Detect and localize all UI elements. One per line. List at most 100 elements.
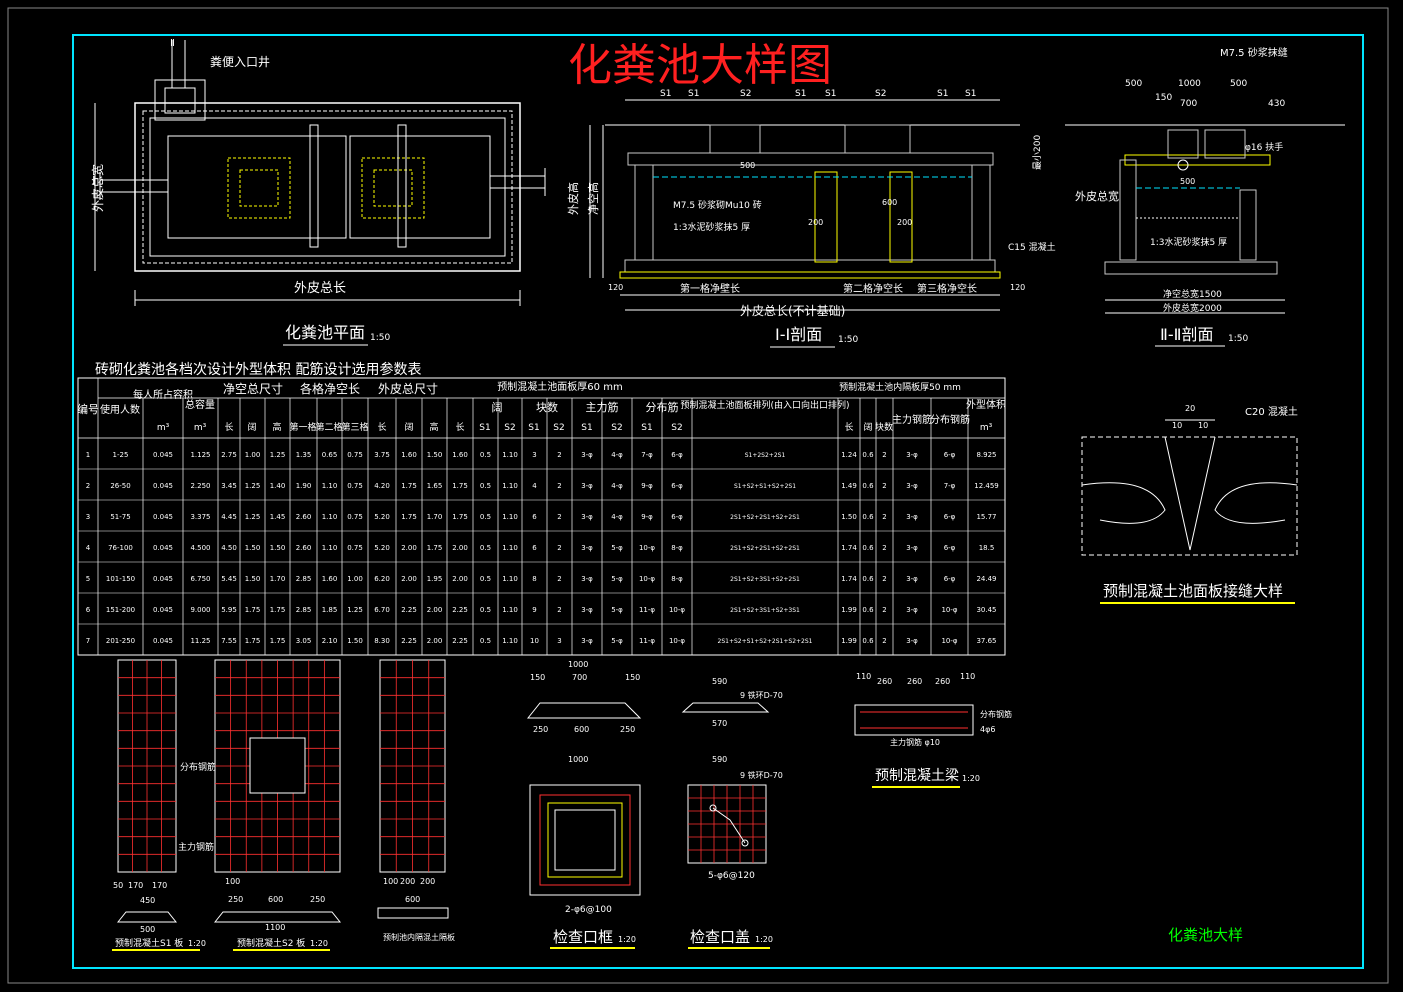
s2-dim-600: 600	[268, 895, 283, 904]
beam-dim-110b: 110	[960, 672, 975, 681]
table-cell: S1+S2+S1+S2+2S1	[734, 483, 796, 490]
table-cell: 1.60	[452, 451, 468, 459]
plan-outer-width: 外皮总宽	[90, 164, 105, 212]
table-cell: 2.00	[452, 544, 468, 552]
table-cell: 3-φ	[906, 451, 918, 459]
table-cell: 1.10	[502, 544, 518, 552]
s2-dim-1000: 1000	[1178, 79, 1201, 89]
table-cell: 3	[86, 513, 90, 521]
s1-board-caption: 预制混凝土S1 板	[115, 937, 183, 949]
s1-dim-450: 450	[140, 896, 155, 905]
table-cell: 4-φ	[611, 451, 623, 459]
table-cell: 3-φ	[906, 513, 918, 521]
table-cell: 1.00	[245, 451, 261, 459]
s1-scale: 1:50	[838, 335, 858, 345]
th-slab-width: 阔	[492, 401, 503, 414]
th-no: 编号	[77, 402, 99, 416]
table-cell: 0.045	[153, 606, 173, 614]
table-cell: 3-φ	[906, 544, 918, 552]
part-dim-200b: 200	[420, 877, 435, 886]
th-dist-bar: 分布筋	[646, 400, 679, 414]
th-sub-4: 高	[272, 421, 281, 433]
table-cell: 6.750	[190, 575, 210, 583]
th-sub-12: S1	[479, 423, 490, 433]
table-cell: 6.70	[374, 606, 390, 614]
section-1: S1 S1 S2 S1 S1 S2 S1 S1 500 外皮高 净空高 M7.5…	[566, 89, 1056, 348]
table-cell: 12.459	[974, 482, 999, 490]
s1-plaster: 1:3水泥砂浆抹5 厚	[673, 221, 750, 233]
table-cell: 1.24	[841, 451, 857, 459]
table-cell: 1.10	[502, 482, 518, 490]
table-cell: 101-150	[106, 575, 135, 583]
table-cell: 1.75	[452, 482, 468, 490]
table-cell: 2S1+S2+3S1+S2+2S1	[730, 576, 800, 583]
s1-caption: I-I剖面	[775, 325, 822, 344]
frame-dim-700: 700	[572, 673, 587, 682]
table-cell: 7	[86, 637, 90, 645]
table-cell: 8.925	[976, 451, 996, 459]
drawing-frame	[72, 34, 1364, 969]
table-cell: 6.20	[374, 575, 390, 583]
th-slab: 预制混凝土池面板厚60 mm	[497, 380, 622, 393]
frame-dim-250a: 250	[533, 725, 548, 734]
table-cell: 2	[882, 544, 886, 552]
th-sub-16: S1	[581, 423, 592, 433]
th-sub-19: S2	[671, 423, 682, 433]
table-cell: 1.60	[322, 575, 338, 583]
th-sub-13: S2	[504, 423, 515, 433]
table-cell: 2	[882, 606, 886, 614]
table-cell: 0.045	[153, 544, 173, 552]
table-cell: 1.50	[427, 451, 443, 459]
param-table: 编号使用人数每人所占容积总容量净空总尺寸各格净空长外皮总尺寸预制混凝土池面板厚6…	[77, 377, 1006, 656]
table-cell: 0.5	[480, 637, 491, 645]
table-cell: 1.74	[841, 575, 857, 583]
table-cell: 0.5	[480, 606, 491, 614]
drawing-title: 化粪池大样图	[568, 40, 832, 91]
s1-dim-5: S1	[825, 89, 836, 99]
table-cell: 0.75	[347, 544, 363, 552]
part-dim-100: 100	[383, 877, 398, 886]
th-sub-5: 第一格	[289, 421, 316, 433]
table-cell: 2.25	[401, 637, 417, 645]
table-cell: 2	[882, 513, 886, 521]
table-cell: 0.65	[322, 451, 338, 459]
table-cell: 9-φ	[641, 482, 653, 490]
table-cell: 0.6	[862, 575, 874, 583]
table-cell: 1.50	[245, 575, 261, 583]
table-cell: 0.045	[153, 513, 173, 521]
table-cell: 10-φ	[639, 544, 655, 552]
s2-mortar: M7.5 砂浆抹缝	[1220, 46, 1288, 59]
joint-dim-10a: 10	[1172, 421, 1182, 430]
table-cell: 7-φ	[641, 451, 653, 459]
cover-scale: 1:20	[755, 935, 773, 944]
table-cell: 5-φ	[611, 637, 623, 645]
table-cell: 1.85	[322, 606, 338, 614]
table-cell: 151-200	[106, 606, 135, 614]
th-sub-23: m³	[980, 423, 993, 433]
table-cell: 0.75	[347, 451, 363, 459]
table-cell: 9.000	[190, 606, 210, 614]
table-cell: 1.75	[401, 482, 417, 490]
th-chambers: 各格净空长	[300, 381, 360, 396]
table-cell: 3-φ	[581, 451, 593, 459]
frame-caption: 检查口框	[553, 928, 613, 946]
table-cell: 3-φ	[906, 637, 918, 645]
table-cell: 1.25	[245, 482, 261, 490]
table-cell: 0.5	[480, 451, 491, 459]
th-per-capita: 每人所占容积	[133, 388, 193, 401]
s1-chamber1: 第一格净壁长	[680, 282, 740, 295]
table-cell: 2.75	[221, 451, 237, 459]
table-cell: 4.45	[221, 513, 237, 521]
th-users: 使用人数	[100, 403, 140, 416]
table-cell: 1.74	[841, 544, 857, 552]
th-net-size: 净空总尺寸	[223, 382, 283, 396]
frame-dim-250b: 250	[620, 725, 635, 734]
table-cell: 6	[532, 513, 537, 521]
table-cell: 8-φ	[671, 544, 683, 552]
table-title: 砖砌化粪池各档次设计外型体积 配筋设计选用参数表	[95, 361, 421, 378]
s1-dim-7: S1	[937, 89, 948, 99]
table-cell: 2S1+S2+3S1+S2+3S1	[730, 607, 800, 614]
s2-scale: 1:50	[1228, 334, 1248, 344]
table-cell: 0.6	[862, 544, 874, 552]
table-cell: 0.6	[862, 513, 874, 521]
